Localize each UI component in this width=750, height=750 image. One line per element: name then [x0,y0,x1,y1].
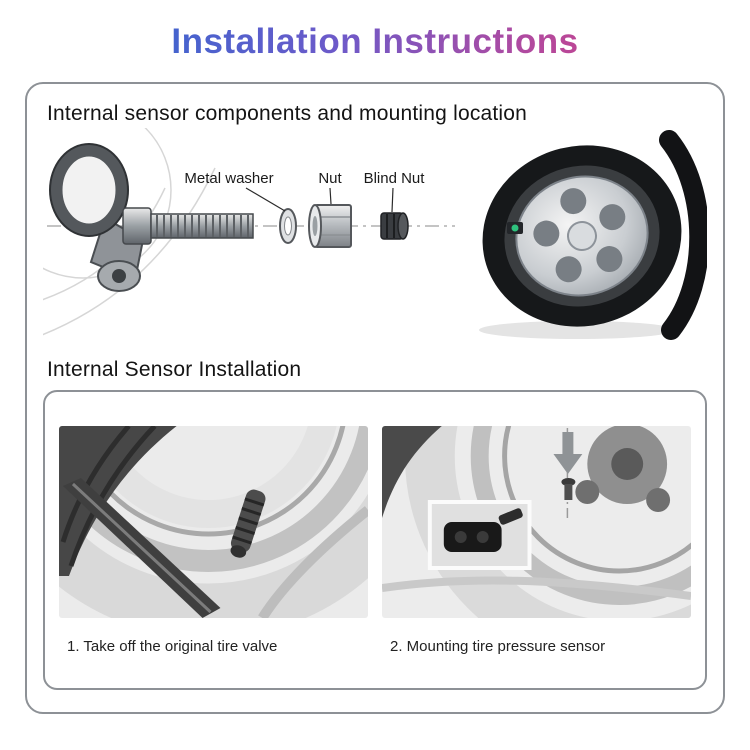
page-title: Installation Instructions [0,22,750,62]
step-1-photo-remove-valve [59,426,368,618]
metal-washer [279,208,297,244]
alloy-wheel [482,145,682,327]
tire-tread-corner [59,426,177,576]
wheel-shadow [479,321,675,339]
valve-stem [122,207,254,245]
original-tire-valve [230,489,266,558]
down-arrow-icon [553,432,583,474]
instructions-panel: Internal sensor components and mounting … [25,82,725,714]
part-label-blind-nut: Blind Nut [363,170,425,187]
label-leader-lines [245,187,394,213]
tire-sidewall-edge [659,130,707,340]
tpms-sensor [427,500,532,570]
installation-steps-panel: 1. Take off the original tire valve [43,390,707,690]
components-diagram: Metal washer Nut Blind Nut [43,128,707,344]
tire-lever [62,478,221,618]
blind-nut [380,212,409,240]
step-2-caption: 2. Mounting tire pressure sensor [390,638,606,655]
step-1-caption: 1. Take off the original tire valve [67,638,278,655]
part-label-nut: Nut [318,170,342,187]
sensor-assembly-illustration [43,128,455,336]
sensor-body [49,143,145,292]
step-1: 1. Take off the original tire valve [59,426,368,655]
step-2: 2. Mounting tire pressure sensor [382,426,691,655]
steps-row: 1. Take off the original tire valve [59,426,691,655]
mounted-sensor-indicator [507,222,523,234]
wheel-mounting-location-photo [479,130,707,340]
valve-stub [561,478,576,500]
nut [308,204,352,248]
tire-tread-corner [382,426,442,518]
step-2-photo-mount-sensor [382,426,691,618]
components-section-heading: Internal sensor components and mounting … [47,102,528,125]
part-label-metal-washer: Metal washer [184,170,274,187]
installation-section-heading: Internal Sensor Installation [47,358,302,381]
